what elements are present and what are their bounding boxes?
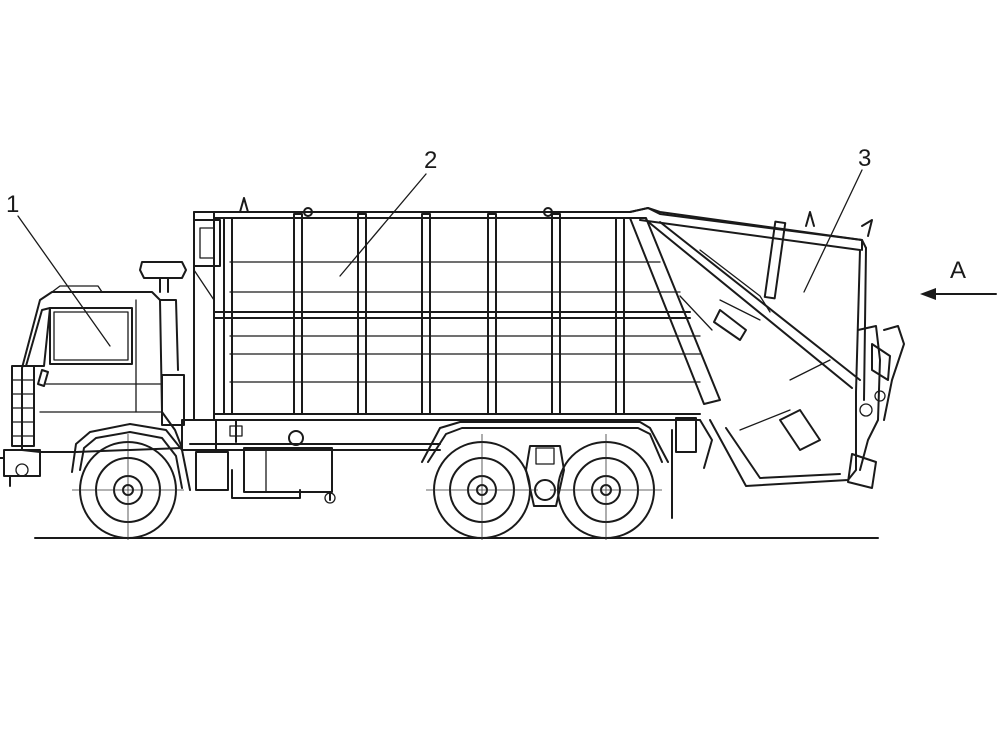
callout-label-2: 2	[424, 147, 437, 174]
compactor-tailgate	[629, 207, 905, 519]
rear-wheel-1	[426, 434, 538, 540]
callout-3: 3	[803, 145, 871, 293]
callout-2: 2	[339, 147, 437, 277]
front-wheel	[72, 434, 184, 540]
cab	[0, 261, 187, 487]
rear-wheel-2	[550, 434, 662, 540]
leader-line-1	[17, 215, 111, 347]
leader-line-3	[803, 169, 863, 293]
callout-label-1: 1	[6, 191, 19, 218]
arrow-left-icon	[920, 288, 936, 300]
container-body	[193, 197, 863, 421]
chassis	[71, 419, 669, 507]
view-label: A	[950, 257, 966, 284]
view-direction-marker: A	[920, 257, 997, 300]
callout-1: 1	[6, 191, 111, 347]
leader-line-2	[339, 173, 427, 277]
callout-label-3: 3	[858, 145, 871, 172]
